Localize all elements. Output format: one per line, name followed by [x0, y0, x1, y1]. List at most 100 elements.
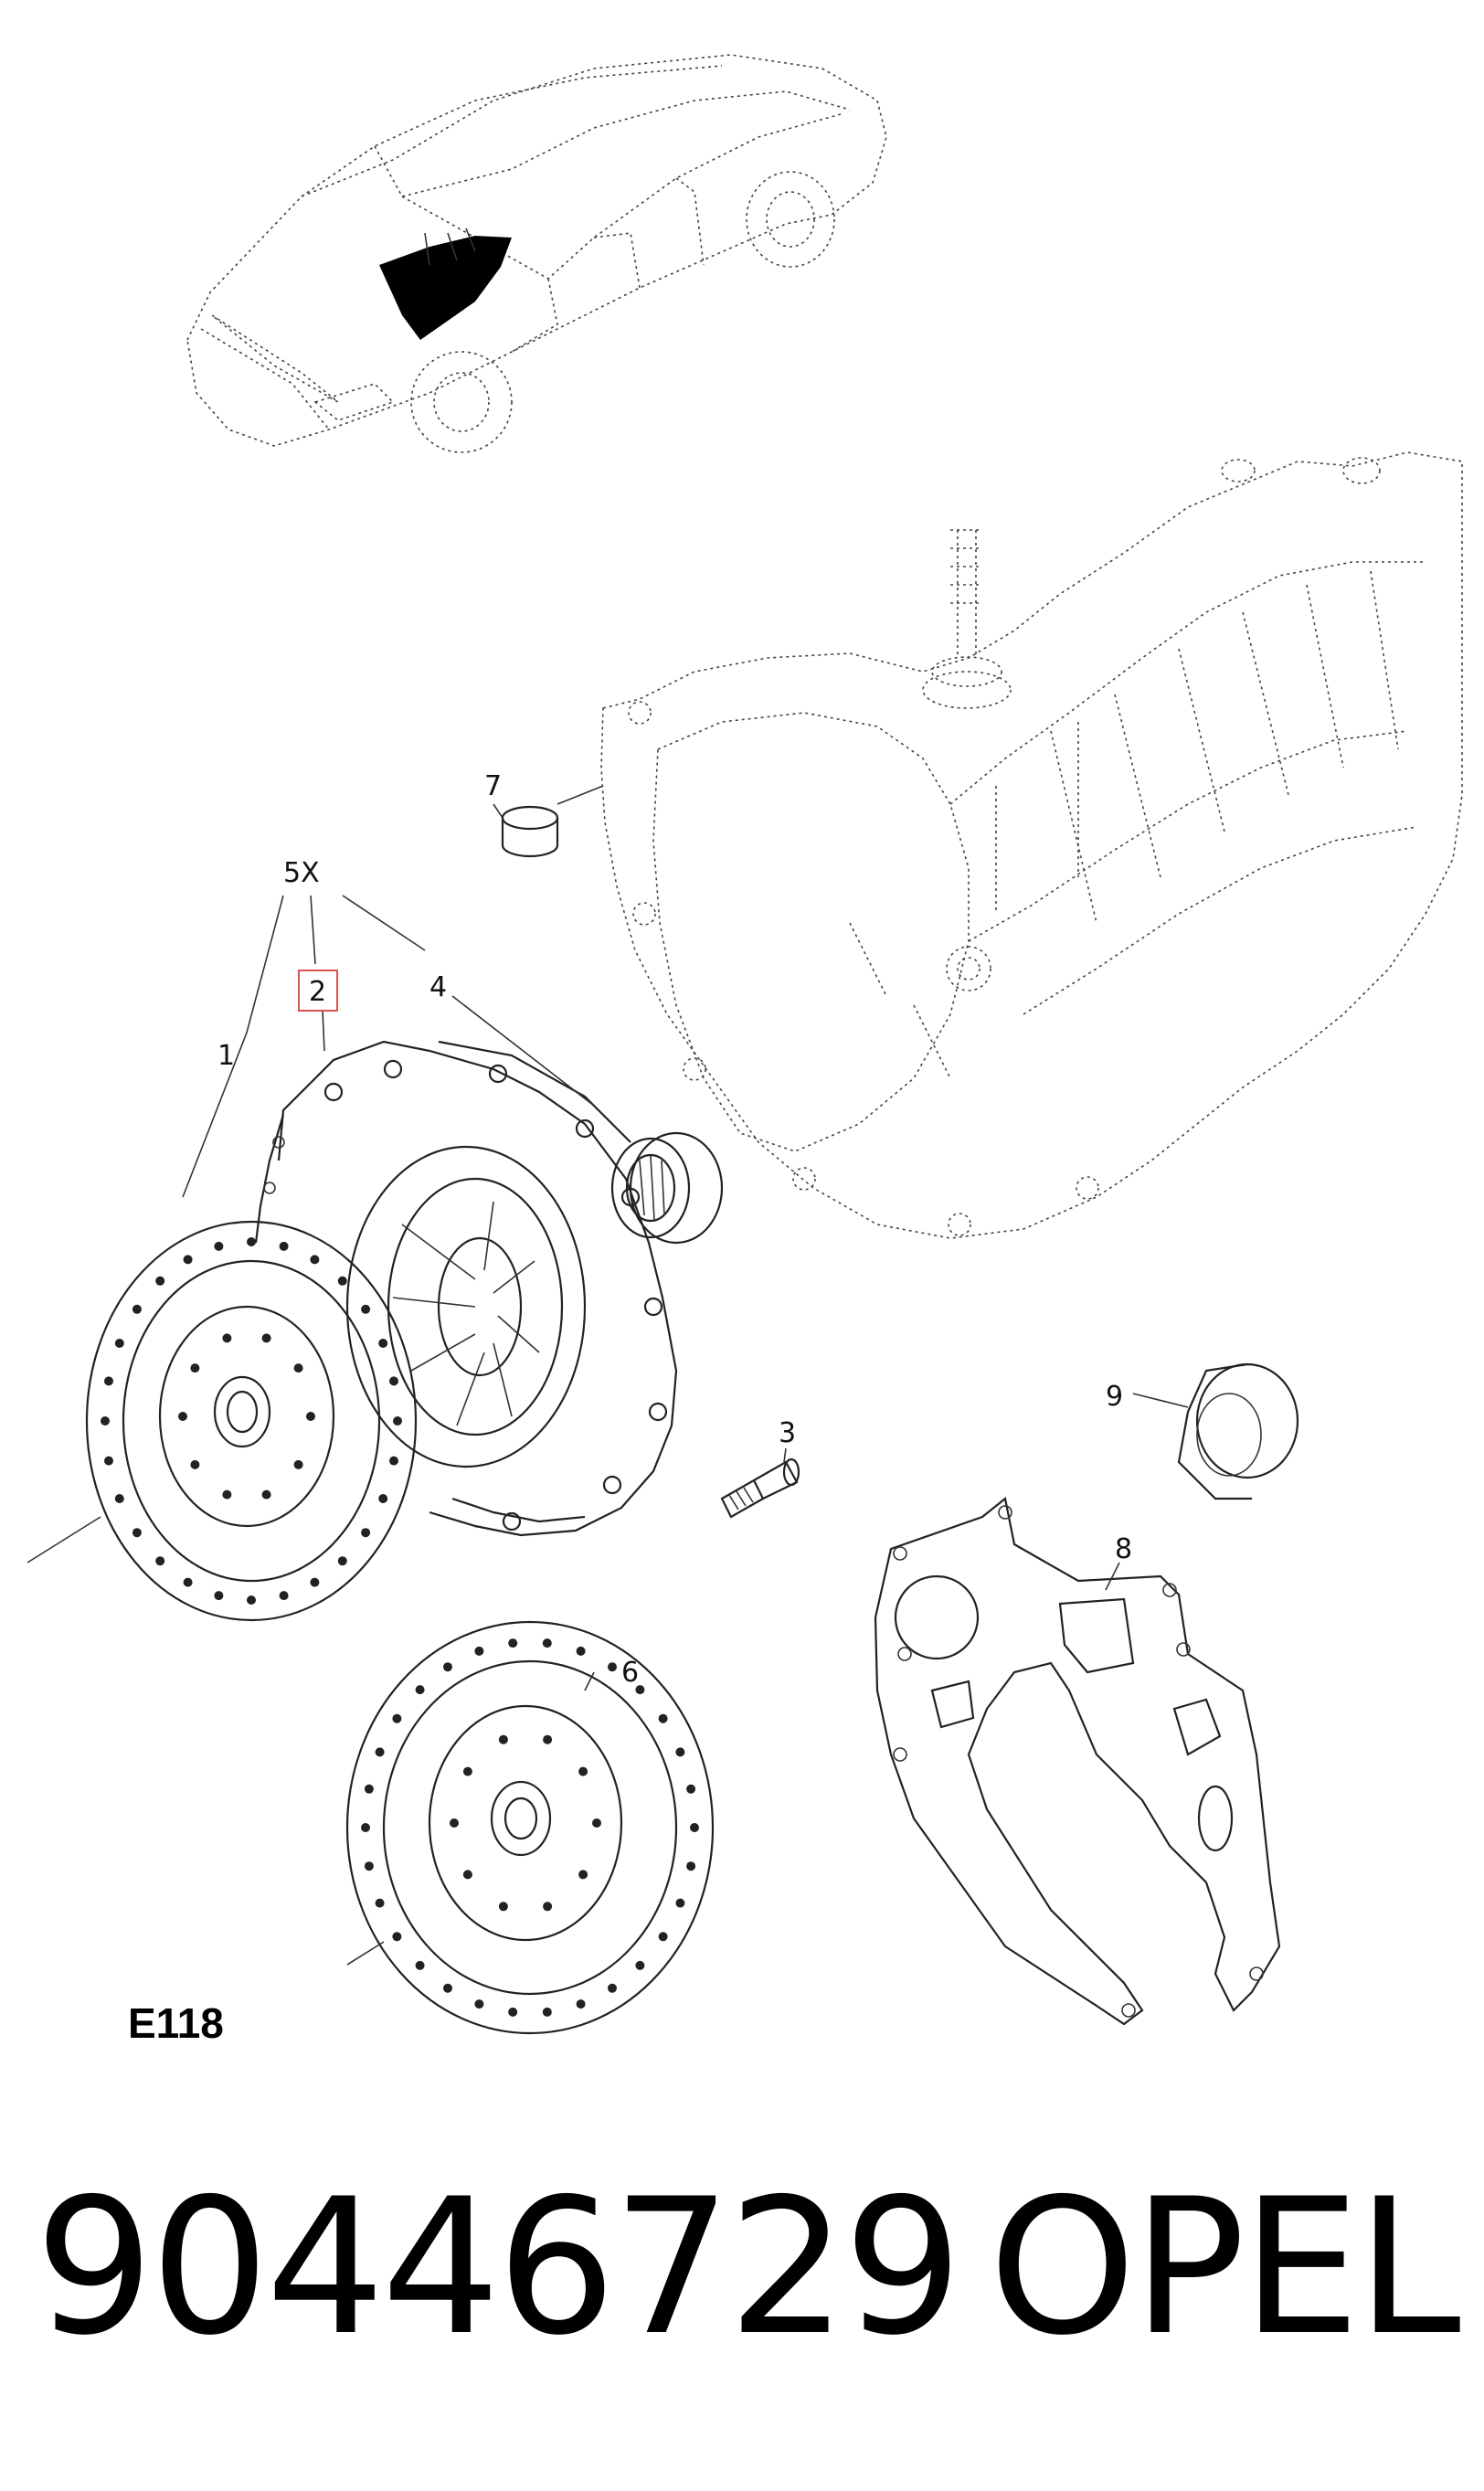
rivet — [542, 1638, 552, 1648]
rivet — [578, 1870, 588, 1880]
friction-rivets — [101, 1237, 402, 1605]
rivet — [114, 1494, 124, 1503]
rivet — [392, 1713, 402, 1723]
rivet — [443, 1983, 452, 1993]
rivet — [132, 1304, 142, 1314]
section-code: E118 — [128, 1999, 224, 2047]
callout-4: 4 — [429, 971, 447, 1003]
rivet — [178, 1412, 187, 1421]
rivet — [364, 1784, 374, 1794]
rivet — [132, 1528, 142, 1538]
rivet — [310, 1577, 320, 1587]
rivet — [675, 1898, 685, 1908]
rivet — [361, 1304, 371, 1314]
rivet — [361, 1823, 370, 1832]
rivet — [542, 2007, 552, 2017]
callout-2: 2 — [309, 976, 326, 1008]
rivet — [114, 1339, 124, 1348]
brand-name: OPEL — [989, 2159, 1461, 2377]
callout-2-highlight-box — [298, 970, 338, 1012]
rivet — [450, 1818, 459, 1828]
rivet — [498, 1734, 508, 1744]
callout-8: 8 — [1115, 1533, 1132, 1565]
rivet — [104, 1456, 113, 1466]
rivet — [474, 1646, 484, 1656]
rivet — [279, 1591, 289, 1601]
rivet — [337, 1276, 347, 1286]
rivet — [415, 1685, 425, 1695]
rivet — [498, 1902, 508, 1912]
rivet — [690, 1823, 699, 1832]
part-1-clutch-disc — [26, 1220, 418, 1622]
callout-9: 9 — [1106, 1381, 1123, 1413]
rivet — [261, 1489, 271, 1500]
rivet — [190, 1363, 200, 1373]
rivet — [635, 1685, 645, 1695]
part-3-bolt — [720, 1458, 800, 1519]
rivet — [214, 1241, 224, 1251]
rivet — [375, 1747, 385, 1757]
part-7-pilot-bush — [501, 785, 604, 858]
part-6-clutch-disc — [345, 1620, 715, 2035]
rivet — [635, 1960, 645, 1970]
rivet — [543, 1734, 553, 1744]
callout-6: 6 — [621, 1657, 639, 1689]
rivet — [222, 1333, 232, 1343]
part-2-pressure-plate — [254, 1040, 678, 1537]
rivet — [543, 1902, 553, 1912]
rivet — [474, 1999, 484, 2009]
rivet — [578, 1766, 588, 1776]
rivet — [686, 1861, 696, 1871]
rivet — [443, 1662, 452, 1672]
callout-1: 1 — [217, 1040, 235, 1072]
rivet — [222, 1489, 232, 1500]
rivet — [306, 1412, 315, 1421]
rivet — [190, 1459, 200, 1469]
callout-3: 3 — [779, 1417, 796, 1449]
rivet — [658, 1713, 668, 1723]
leader-lines — [182, 803, 1189, 1691]
rivet — [293, 1459, 303, 1469]
rivet — [310, 1255, 320, 1265]
rivet — [675, 1747, 685, 1757]
rivet — [155, 1556, 165, 1566]
rivet — [375, 1898, 385, 1908]
rivet — [576, 1646, 586, 1656]
rivet — [279, 1241, 289, 1251]
callout-7: 7 — [484, 770, 502, 802]
part-8-intermediate-plate — [874, 1497, 1281, 2026]
part-9-release-cylinder — [1177, 1362, 1299, 1500]
rivet — [361, 1528, 371, 1538]
rivet — [658, 1932, 668, 1942]
rivet — [508, 1638, 518, 1648]
friction-rivets — [361, 1638, 699, 2017]
rivet — [364, 1861, 374, 1871]
rivet — [392, 1932, 402, 1942]
rivet — [261, 1333, 271, 1343]
rivet — [608, 1662, 617, 1672]
rivet — [293, 1363, 303, 1373]
rivet — [592, 1818, 601, 1828]
rivet — [155, 1276, 165, 1286]
rivet — [247, 1237, 256, 1246]
rivet — [183, 1255, 193, 1265]
rivet — [389, 1456, 398, 1466]
engine-location-marker — [379, 236, 512, 340]
rivet — [101, 1416, 110, 1426]
callout-5x: 5X — [283, 857, 320, 889]
rivet — [462, 1766, 472, 1776]
rivet — [462, 1870, 472, 1880]
rivet — [378, 1339, 388, 1348]
rivet — [214, 1591, 224, 1601]
rivet — [247, 1595, 256, 1605]
rivet — [508, 2007, 518, 2017]
rivet — [393, 1416, 402, 1426]
rivet — [686, 1784, 696, 1794]
rivet — [576, 1999, 586, 2009]
rivet — [389, 1376, 398, 1386]
rivet — [378, 1494, 388, 1503]
rivet — [337, 1556, 347, 1566]
callout-labels: 5X 1 2 4 7 3 9 8 6 E118 — [128, 770, 1132, 2047]
car-overview-illustration — [186, 54, 887, 453]
